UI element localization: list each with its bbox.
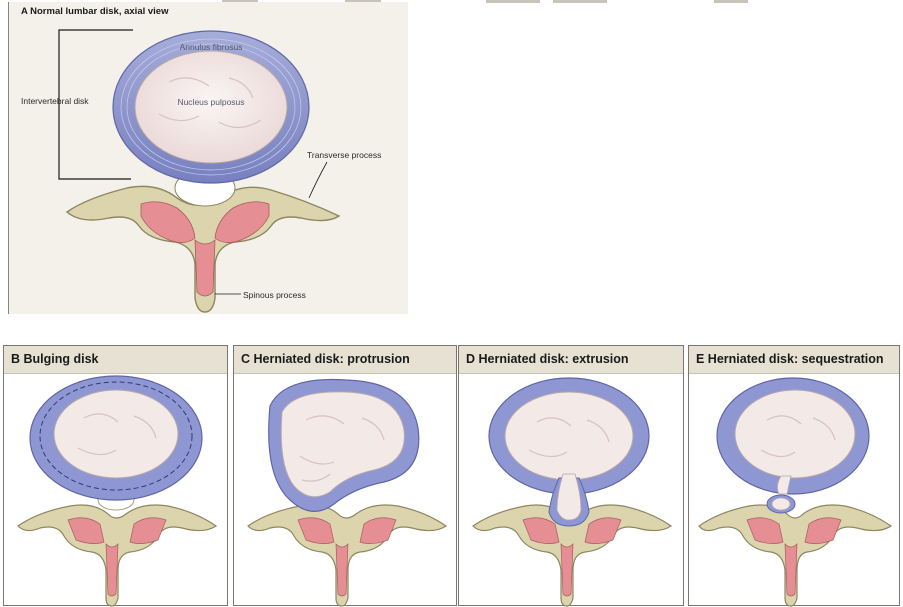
top-edge-fragment [486,0,540,3]
panel-extrusion: D Herniated disk: extrusion [458,345,684,606]
label-transverse: Transverse process [307,150,381,160]
top-edge-fragment [553,0,607,3]
extrusion-illustration [459,346,685,607]
panel-protrusion: C Herniated disk: protrusion [233,345,457,606]
normal-disk-illustration: Annulus fibrosus Nucleus pulposus Interv… [9,2,409,314]
sequestration-illustration [689,346,901,607]
spinous-marrow [195,240,215,296]
panel-bulging-disk: B Bulging disk [3,345,228,606]
protrusion-illustration [234,346,458,607]
panel-sequestration: E Herniated disk: sequestration [688,345,900,606]
label-annulus: Annulus fibrosus [180,42,243,52]
nucleus-pulposus [135,51,287,163]
label-nucleus: Nucleus pulposus [177,97,244,107]
panel-normal-disk: A Normal lumbar disk, axial view [8,2,408,314]
label-intervertebral: Intervertebral disk [21,96,89,106]
bulging-disk-illustration [4,346,229,607]
label-spinous: Spinous process [243,290,306,300]
top-edge-fragment [714,0,748,3]
